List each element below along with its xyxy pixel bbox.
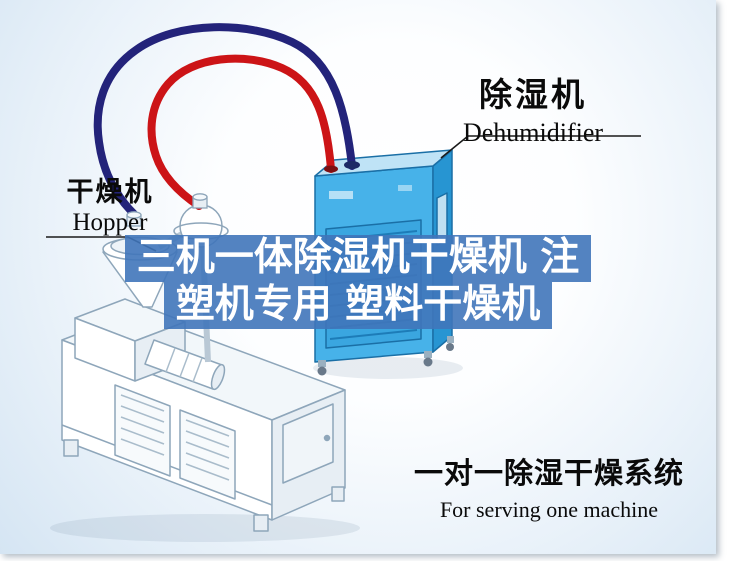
barrel-ridges xyxy=(165,347,203,383)
tube-red xyxy=(147,54,335,210)
dehumidifier-label: 除湿机 Dehumidifier xyxy=(444,68,622,148)
injection-molding-machine xyxy=(61,298,346,532)
system-label-zh: 一对一除湿干燥系统 xyxy=(413,456,684,490)
poster-background: 干燥机 Hopper 除湿机 Dehumidifier 三机一体除湿机干燥机 注… xyxy=(0,0,716,554)
headline-line1: 三机一体除湿机干燥机 注 xyxy=(124,235,592,282)
machine-leg xyxy=(63,439,79,457)
connection-tubes xyxy=(93,23,356,218)
system-label: 一对一除湿干燥系统 For serving one machine xyxy=(398,450,700,523)
headline-overlay: 三机一体除湿机干燥机 注 塑机专用 塑料干燥机 xyxy=(0,235,716,329)
hopper-label: 干燥机 Hopper xyxy=(40,170,180,237)
headline-row: 塑机专用 塑料干燥机 xyxy=(0,281,716,329)
separator-inlet-cap-top xyxy=(192,193,208,201)
door-handle xyxy=(323,434,331,442)
headline-line2: 塑机专用 塑料干燥机 xyxy=(163,281,553,329)
headline-row: 三机一体除湿机干燥机 注 xyxy=(0,235,716,282)
pipe-fittings xyxy=(126,161,360,227)
machine-leg xyxy=(331,486,345,502)
tube-navy xyxy=(93,23,356,218)
machine-end-door xyxy=(282,403,334,484)
dehumidifier-label-en: Dehumidifier xyxy=(462,118,604,147)
dehumidifier-casters xyxy=(317,336,454,376)
dehumidifier-logo-plate xyxy=(329,191,353,199)
system-label-en: For serving one machine xyxy=(439,497,659,522)
machine-door-vents xyxy=(185,419,230,481)
dehumidifier-label-zh: 除湿机 xyxy=(479,75,587,114)
hopper-label-en: Hopper xyxy=(72,209,148,236)
funnel-inlet-cap-top xyxy=(126,211,142,219)
machine-shadow xyxy=(50,514,360,542)
dehumidifier-badge xyxy=(398,185,412,191)
machine-leg xyxy=(253,514,269,532)
machine-door-vents xyxy=(120,394,165,456)
dehumidifier-leader-line xyxy=(440,135,641,159)
hopper-label-zh: 干燥机 xyxy=(66,177,154,208)
barrel-end-cap xyxy=(210,363,226,391)
dehumidifier-port-navy xyxy=(344,161,360,169)
dehumidifier-port-red xyxy=(324,165,338,173)
